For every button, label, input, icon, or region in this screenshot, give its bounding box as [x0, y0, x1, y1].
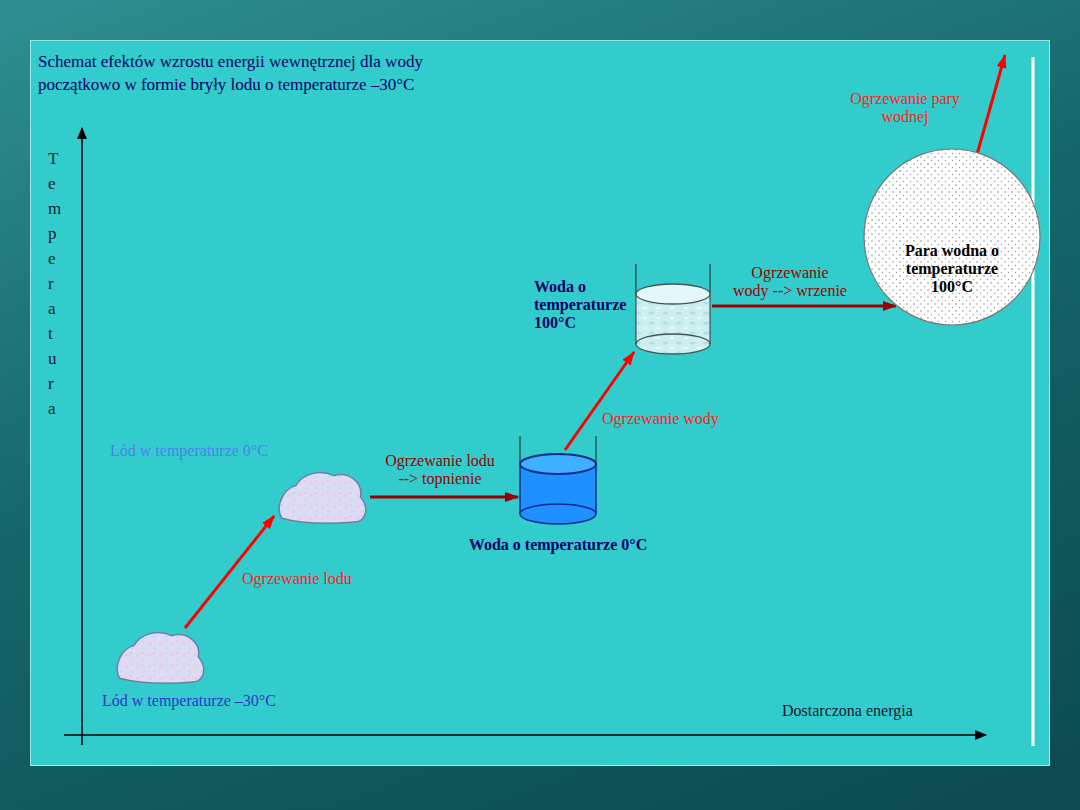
energy-axis [64, 734, 986, 736]
ice-block-node: Lód w temperaturze –30°C [112, 628, 208, 684]
axis-label: Dostarczona energia [782, 702, 913, 720]
node-label: Woda o temperaturze 100°C [534, 278, 626, 332]
heating-arrow [712, 305, 896, 308]
ice-block-node: Lód w temperaturze 0°C [274, 468, 370, 524]
water-beaker [518, 450, 598, 526]
edge-label: Ogrzewanie pary wodnej [830, 90, 980, 126]
edge-label: Ogrzewanie wody [602, 410, 719, 428]
hot-water-node: Woda o temperaturze 100°C [634, 280, 712, 356]
node-label: Woda o temperaturze 0°C [469, 536, 647, 554]
axis-label: Temperatura [48, 146, 57, 421]
edge-label: Ogrzewanie lodu --> topnienie [385, 452, 495, 488]
edge-label: Ogrzewanie wody --> wrzenie [733, 264, 847, 300]
hot-water-beaker [634, 280, 712, 356]
temperature-axis [81, 128, 83, 745]
diagram-title: Schemat efektów wzrostu energii wewnętrz… [38, 50, 483, 96]
node-label: Lód w temperaturze –30°C [102, 692, 276, 710]
white-rule [1032, 57, 1035, 746]
steam-cloud [863, 148, 1041, 326]
node-label: Lód w temperaturze 0°C [110, 442, 268, 460]
edge-label: Ogrzewanie lodu [242, 570, 352, 588]
node-text: Para wodna o temperaturze 100°C [904, 242, 1000, 296]
heating-arrow [565, 352, 634, 450]
ice-block [112, 628, 208, 684]
ice-block [274, 468, 370, 524]
steam-node: Para wodna o temperaturze 100°C [863, 148, 1041, 326]
water-node: Woda o temperaturze 0°C [518, 450, 598, 526]
heating-arrow [370, 496, 518, 499]
